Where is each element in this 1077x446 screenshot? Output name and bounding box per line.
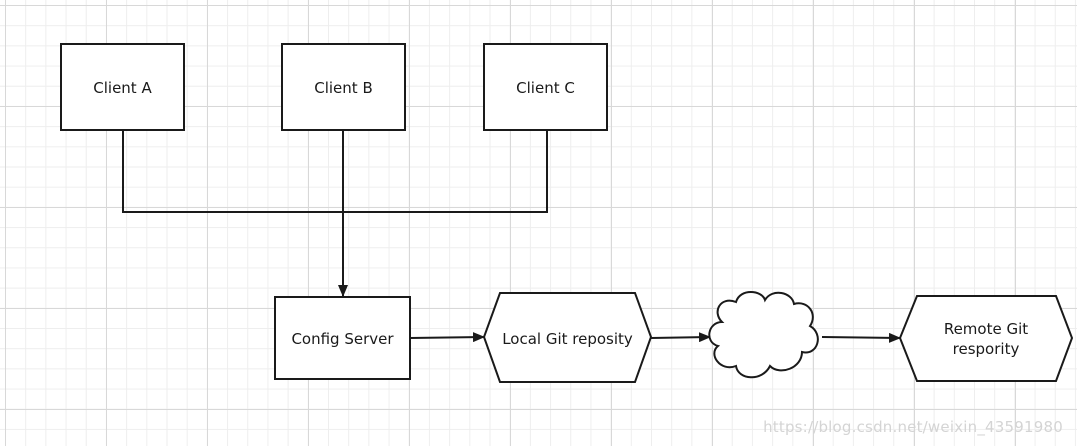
node-local-git-repository[interactable]: Local Git reposity (482, 292, 653, 383)
node-client-c[interactable]: Client C (483, 43, 608, 131)
remote-git-label-line2: respority (953, 340, 1020, 358)
remote-git-label-line1: Remote Git (944, 320, 1028, 338)
node-client-a[interactable]: Client A (60, 43, 185, 131)
client-c-label: Client C (516, 79, 575, 97)
edge-config-server-to-local-git (409, 332, 485, 343)
edge-client-c (343, 130, 548, 213)
client-b-label: Client B (314, 79, 372, 97)
node-config-server[interactable]: Config Server (274, 296, 411, 380)
edge-local-git-to-cloud (650, 332, 711, 343)
edge-cloud-to-remote-git (821, 332, 901, 343)
config-server-label: Config Server (291, 330, 394, 348)
watermark-text: https://blog.csdn.net/weixin_43591980 (763, 418, 1063, 436)
edge-client-a (122, 130, 343, 213)
node-client-b[interactable]: Client B (281, 43, 406, 131)
local-git-label: Local Git reposity (502, 330, 633, 348)
connector-lines (122, 130, 901, 343)
node-remote-git-repository[interactable]: Remote Git respority (898, 295, 1074, 382)
client-a-label: Client A (93, 79, 152, 97)
cloud-icon[interactable] (708, 291, 819, 379)
